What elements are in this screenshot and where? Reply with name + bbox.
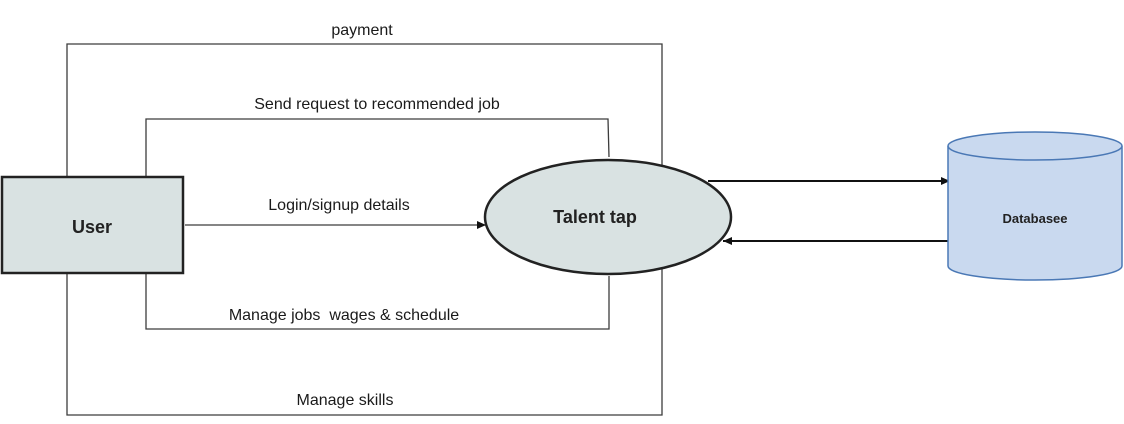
send-request-label: Send request to recommended job [254,96,500,113]
talent-tap-process [483,158,733,276]
database-body [947,146,1123,281]
login-signup-label: Login/signup details [268,197,409,214]
payment-label: payment [331,22,393,39]
send-request-flow-line [145,118,610,177]
manage-jobs-label: Manage jobs wages & schedule [229,307,459,324]
database-top [947,131,1123,161]
manage-jobs-flow-line [145,273,610,330]
user-label: User [72,217,112,237]
user-entity [0,175,185,275]
talent-tap-label: Talent tap [553,207,637,227]
database-label: Databasee [1002,211,1067,226]
manage-skills-label: Manage skills [297,392,394,409]
database-store [947,131,1123,281]
